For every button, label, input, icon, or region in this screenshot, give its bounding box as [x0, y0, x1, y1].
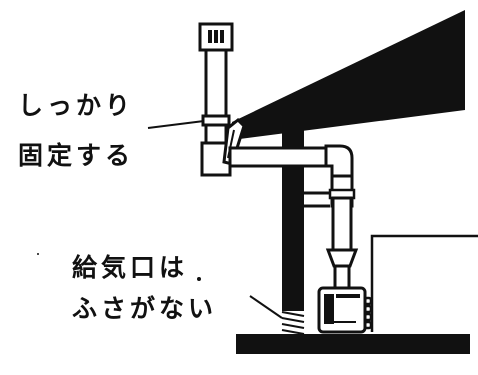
label-intake-line1: 給気口は — [72, 253, 189, 282]
floor-slab — [236, 334, 470, 354]
roof — [232, 10, 465, 140]
dot-mark — [197, 277, 201, 281]
connector-pipe — [333, 264, 351, 290]
vertical-duct-lower — [331, 196, 353, 252]
exhaust-pipe — [204, 48, 228, 120]
label-intake-line2: ふさがない — [72, 294, 218, 323]
reducer-cone — [325, 248, 359, 268]
pillar-spring — [281, 311, 305, 335]
dot-mark-small — [37, 253, 39, 255]
room-outline — [370, 234, 478, 332]
exhaust-pipe-lower — [204, 123, 228, 145]
exhaust-cap — [198, 22, 234, 52]
heater-coils — [363, 296, 373, 330]
leader-line-intake — [249, 295, 283, 319]
horizontal-pipe — [228, 146, 334, 168]
pillar — [282, 113, 304, 311]
label-secure-line2: 固定する — [18, 141, 135, 170]
label-secure-line1: しっかり — [18, 91, 135, 120]
leader-line-secure — [147, 120, 205, 129]
